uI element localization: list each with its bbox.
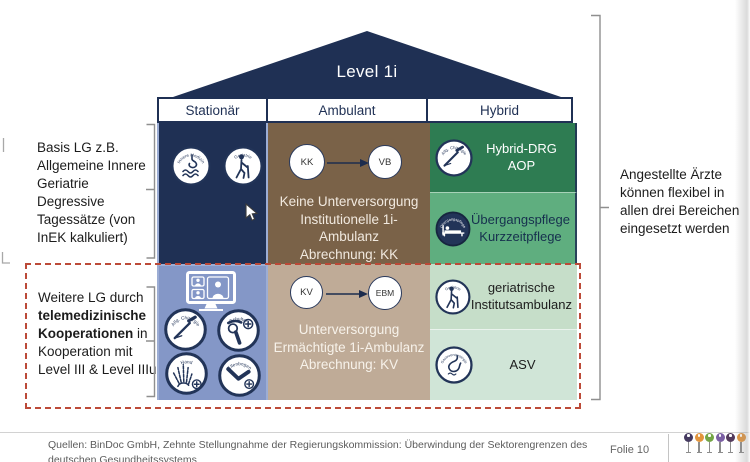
logo-pin [705, 433, 714, 454]
geriatrie-badge-icon: Geriatrie [223, 146, 263, 186]
vb-circle: VB [368, 145, 402, 179]
allg-chirurgie-badge-icon: Allg. Chirurgie [164, 308, 207, 351]
footer-divider-line [0, 432, 750, 433]
geriatrische-ambulanz-label: geriatrische Institutsambulanz [470, 280, 572, 312]
note-weitere-lg-post: in Kooperation mit Level III & Level III… [38, 326, 157, 377]
note-basis-lg: Basis LG z.B. Allgemeine Innere Geriatri… [37, 140, 146, 245]
hybrid-row-hybrid-drg: Allg. Chirurgie Hybrid-DRG AOP [430, 123, 577, 192]
ellenbogen-badge-icon: Ellenbogen [218, 354, 261, 397]
header-hybrid: Hybrid [426, 97, 573, 123]
uebergangspflege-badge-icon: Übergangspflege [435, 211, 471, 246]
note-weitere-lg-bold: telemedizinische Kooperationen [38, 308, 147, 341]
svg-text:Schulter: Schulter [229, 316, 250, 324]
note-weitere-lg: Weitere LG durch telemedizinische Kooper… [38, 289, 160, 379]
uebergangspflege-label: Übergangspflege Kurzzeitpflege [470, 212, 570, 244]
source-citation: Quellen: BinDoc GmbH, Zehnte Stellungnah… [48, 439, 588, 462]
kk-circle: KK [289, 144, 325, 180]
stationaer-top-cell: Innere Medizin Geriatrie [157, 123, 268, 264]
roof-label: Level 1i [336, 62, 398, 81]
stationaer-bottom-cell: Allg. Chirurgie Schulter Hand [157, 264, 268, 400]
hybrid-chirurgie-badge-icon: Allg. Chirurgie [435, 138, 473, 177]
hybrid-row-geriatrische-ambulanz: Geriatrie geriatrische Institutsambulanz [430, 264, 577, 329]
hand-badge-icon: Hand [165, 352, 208, 395]
gastroenterologie-badge-icon: Gastroenterologie [435, 346, 473, 384]
logo-pin [715, 433, 725, 454]
note-angestellte-aerzte: Angestellte Ärzte können flexibel in all… [620, 167, 740, 236]
logo-pin [684, 433, 693, 454]
ambulant-top-cell: KK VB Keine Unterversorgung Institutione… [268, 123, 430, 264]
hybrid-row-asv: Gastroenterologie ASV [430, 329, 577, 400]
telemedizin-monitor-icon [186, 271, 236, 311]
svg-text:Hand: Hand [180, 359, 194, 365]
logo-pin [726, 433, 735, 454]
arrow-kk-to-vb [327, 159, 369, 167]
header-stationaer: Stationär [157, 97, 268, 123]
ambulant-top-text: Keine Unterversorgung Institutionelle 1i… [279, 194, 419, 262]
svg-text:Ellenbogen: Ellenbogen [226, 361, 252, 371]
kv-circle: KV [290, 276, 323, 309]
logo-pin [694, 433, 704, 454]
geriatrie-ambulanz-badge-icon: Geriatrie [435, 278, 471, 315]
note-weitere-lg-pre: Weitere LG durch [38, 290, 144, 305]
hybrid-drg-label: Hybrid-DRG AOP [486, 141, 557, 173]
column-header-row: Stationär Ambulant Hybrid [157, 97, 573, 123]
header-ambulant: Ambulant [266, 97, 428, 123]
footer-vertical-divider [668, 434, 669, 462]
innere-medizin-badge-icon: Innere Medizin [171, 146, 211, 186]
slide-number: Folie 10 [610, 444, 650, 456]
arrow-kv-to-ebm [326, 290, 368, 298]
ambulant-bottom-text: Unterversorgung Ermächtigte 1i-Ambulanz … [273, 322, 425, 372]
ebm-circle: EBM [368, 276, 402, 310]
hybrid-row-uebergangspflege: Übergangspflege Übergangspflege Kurzzeit… [430, 192, 577, 264]
asv-label: ASV [509, 356, 536, 372]
window-edge-shade [735, 0, 750, 462]
schulter-badge-icon: Schulter [217, 309, 260, 352]
ambulant-bottom-cell: KV EBM Unterversorgung Ermächtigte 1i-Am… [268, 264, 430, 400]
